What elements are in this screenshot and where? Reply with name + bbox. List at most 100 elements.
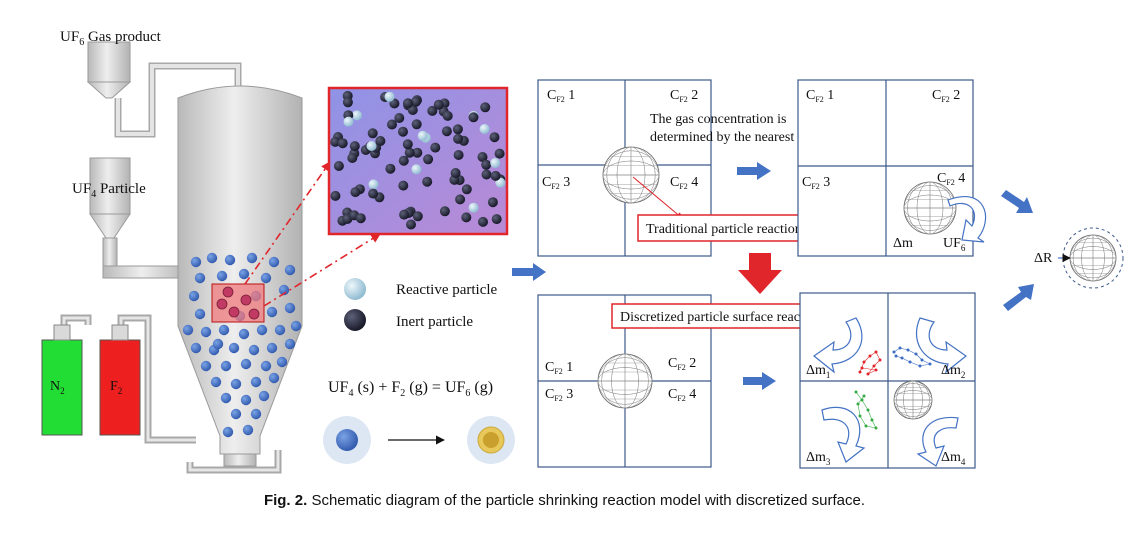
wireframe-particle <box>602 146 660 204</box>
delta-r-label: ΔR <box>1034 251 1053 266</box>
reactive-particle-label: Reactive particle <box>396 282 498 298</box>
blue-arrow-diag-down <box>1001 190 1033 213</box>
bed-particle <box>240 358 252 370</box>
blue-arrow-top <box>737 162 771 180</box>
bed-particle <box>268 256 280 268</box>
grid-b-cell-3: CF2 3 <box>802 175 830 191</box>
uf6-product-label: UF6 <box>943 236 966 253</box>
bed-particle <box>276 356 288 368</box>
blue-arrow-bottom <box>743 372 776 390</box>
particle-legend: Reactive particle Inert particle <box>344 278 498 331</box>
bed-particle <box>278 284 290 296</box>
reactive-particle-swatch <box>344 278 366 300</box>
bed-particle <box>200 326 212 338</box>
grid-panel-discretized-result <box>799 292 976 469</box>
zoom-connectors <box>244 161 381 307</box>
initial-particle <box>336 429 358 451</box>
inert-particle-swatch <box>344 309 366 331</box>
bed-particle <box>246 252 258 264</box>
bed-particle <box>238 328 250 340</box>
dm-label: Δm <box>893 236 913 251</box>
f2-cylinder: F2 <box>99 324 141 436</box>
grid-a-cell-1: CF2 1 <box>547 88 575 104</box>
svg-text:N2: N2 <box>50 379 65 396</box>
surface-fragment-1 <box>858 350 882 376</box>
dm4-arrow <box>916 416 959 467</box>
grid-b-cell-1: CF2 1 <box>806 88 834 104</box>
bed-particle <box>258 390 270 402</box>
bed-particle <box>182 324 194 336</box>
bed-particle <box>260 272 272 284</box>
grid-c-cell-2: CF2 2 <box>668 356 696 372</box>
dm3-arrow <box>821 406 866 463</box>
bed-particle <box>220 392 232 404</box>
bed-particle <box>266 306 278 318</box>
dm2-arrow <box>915 317 968 374</box>
reactor-system: UF6 Gas product UF4 Particle N2 F2 <box>41 29 303 474</box>
wireframe-particle <box>903 181 957 235</box>
bed-particle <box>250 376 262 388</box>
bed-particle <box>248 344 260 356</box>
bed-particle <box>284 302 296 314</box>
surface-fragment-2 <box>892 346 932 368</box>
surface-fragment-3 <box>854 390 878 430</box>
bed-particle <box>230 378 242 390</box>
blue-arrow-to-grids <box>512 263 546 281</box>
uf4-feeder <box>89 157 190 279</box>
blue-arrow-diag-up <box>1003 284 1034 311</box>
bed-particle <box>210 376 222 388</box>
grid-b-cell-4: CF2 4 <box>937 171 965 187</box>
bed-particle <box>194 272 206 284</box>
bed-particle <box>290 320 302 332</box>
bed-particle <box>230 408 242 420</box>
svg-text:Traditional particle reaction: Traditional particle reaction model <box>646 222 840 237</box>
dm1-arrow <box>812 317 863 374</box>
pipes <box>114 62 242 138</box>
wireframe-particle <box>893 380 933 420</box>
bed-particle <box>194 308 206 320</box>
bed-particle <box>240 394 252 406</box>
uf4-particle-label: UF4 Particle <box>72 181 146 200</box>
grid-panel-traditional-result <box>797 79 987 257</box>
bed-particle <box>212 338 224 350</box>
uf6-release-arrow <box>947 196 987 243</box>
radius-change-result <box>1058 227 1124 289</box>
n2-cylinder: N2 <box>41 324 83 436</box>
wireframe-particle <box>597 353 653 409</box>
bed-particle <box>222 426 234 438</box>
bed-particle <box>284 264 296 276</box>
bed-particle <box>188 290 200 302</box>
caption-prefix: Fig. 2. <box>263 492 308 509</box>
grid-a-cell-4: CF2 4 <box>670 175 698 191</box>
gas-concentration-note-line2: determined by the nearest grid <box>650 130 820 145</box>
zoomed-particle-view <box>327 86 509 236</box>
bed-particle <box>284 338 296 350</box>
uf6-gas-product-label: UF6 Gas product <box>60 29 162 48</box>
bed-particles <box>182 252 302 438</box>
shrunk-particle <box>483 432 499 448</box>
bed-particle <box>260 360 272 372</box>
gas-concentration-note-line1: The gas concentration is <box>650 112 786 127</box>
shrinking-particle-illustration <box>323 416 515 464</box>
uf6-product-hopper <box>86 41 132 99</box>
grid-b-cell-2: CF2 2 <box>932 88 960 104</box>
grid-c-cell-4: CF2 4 <box>668 387 696 403</box>
red-down-arrow <box>738 253 782 294</box>
dm2-label: Δm2 <box>941 363 965 380</box>
bed-particle <box>250 408 262 420</box>
bed-particle <box>266 342 278 354</box>
reaction-equation: UF4 (s) + F2 (g) = UF6 (g) <box>328 379 493 399</box>
bed-particle <box>218 324 230 336</box>
bed-particle <box>216 270 228 282</box>
dm3-label: Δm3 <box>806 450 831 467</box>
grid-a-cell-2: CF2 2 <box>670 88 698 104</box>
bed-particle <box>274 324 286 336</box>
bed-particle <box>238 268 250 280</box>
bed-particle <box>256 324 268 336</box>
bed-particle <box>220 360 232 372</box>
bed-particle <box>224 254 236 266</box>
svg-text:F2: F2 <box>110 379 122 396</box>
dm1-label: Δm1 <box>806 363 830 380</box>
bed-particle <box>268 372 280 384</box>
